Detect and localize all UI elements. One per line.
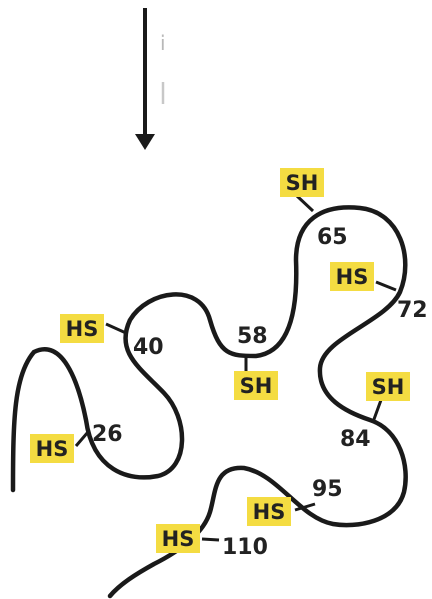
- site-tag-box: [247, 497, 291, 526]
- site-95: HS 95: [247, 477, 343, 526]
- site-tag-label: HS: [66, 317, 99, 341]
- connector-26: [74, 431, 90, 447]
- connector-95: [294, 502, 316, 512]
- connector-65: [295, 194, 315, 213]
- residue-number: 72: [397, 298, 428, 323]
- site-84: SH 84: [340, 372, 410, 452]
- residue-number: 58: [237, 324, 268, 349]
- site-tag-box: [30, 434, 74, 463]
- connector-40: [105, 322, 127, 335]
- residue-number: 110: [222, 535, 268, 560]
- arrow-head: [135, 134, 155, 150]
- site-tag-box: [234, 371, 278, 400]
- site-tag-label: HS: [253, 500, 286, 524]
- connector-84: [371, 399, 383, 423]
- site-connectors: [74, 194, 397, 542]
- site-40: HS 40: [60, 314, 164, 360]
- site-tag-box: [366, 372, 410, 401]
- connector-110: [201, 537, 220, 542]
- site-tag-box: [280, 168, 324, 197]
- site-26: HS 26: [30, 422, 123, 463]
- polypeptide-chain: [10, 205, 408, 599]
- site-tag-label: SH: [286, 171, 319, 195]
- site-tag-box: [330, 262, 374, 291]
- residue-number: 65: [317, 225, 348, 250]
- site-tag-label: HS: [336, 265, 369, 289]
- residue-number: 26: [92, 422, 123, 447]
- site-tag-label: SH: [240, 374, 273, 398]
- site-72: HS 72: [330, 262, 428, 323]
- site-110: HS 110: [156, 524, 268, 560]
- residue-number: 84: [340, 427, 371, 452]
- site-tag-label: SH: [372, 375, 405, 399]
- site-tag-label: HS: [36, 437, 69, 461]
- faint-caption-glyph: i: [160, 31, 166, 55]
- residue-number: 95: [312, 477, 343, 502]
- down-arrow: [135, 8, 155, 150]
- connector-72: [375, 280, 397, 292]
- site-tag-label: HS: [162, 527, 195, 551]
- site-tag-box: [156, 524, 200, 553]
- site-58: SH 58: [234, 324, 278, 400]
- site-tag-box: [60, 314, 104, 343]
- residue-number: 40: [133, 335, 164, 360]
- site-65: SH 65: [280, 168, 348, 250]
